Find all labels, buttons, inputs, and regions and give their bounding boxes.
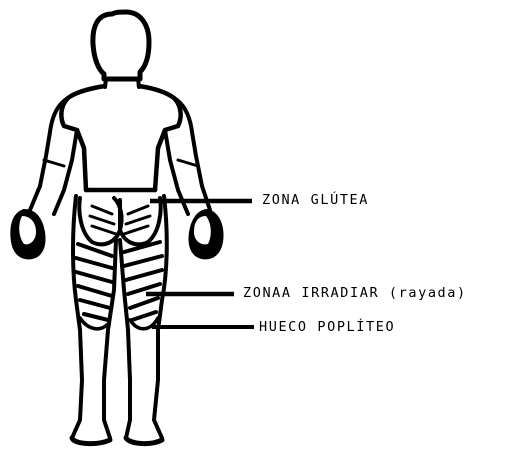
left-hand <box>11 210 44 258</box>
gluteal-region <box>79 198 160 244</box>
feet <box>72 438 162 444</box>
right-hand <box>190 210 223 258</box>
head <box>93 12 149 79</box>
right-arm <box>165 98 210 214</box>
irradiation-stripes <box>76 242 162 320</box>
left-arm <box>30 98 77 214</box>
label-zona-irradiar: ZONAA IRRADIAR (rayada) <box>243 285 467 301</box>
popliteal-hollows <box>80 318 158 329</box>
torso <box>61 86 180 190</box>
label-hueco-popliteo: HUECO POPLÍTEO <box>259 319 395 335</box>
label-zona-glutea: ZONA GLÚTEA <box>262 192 369 208</box>
